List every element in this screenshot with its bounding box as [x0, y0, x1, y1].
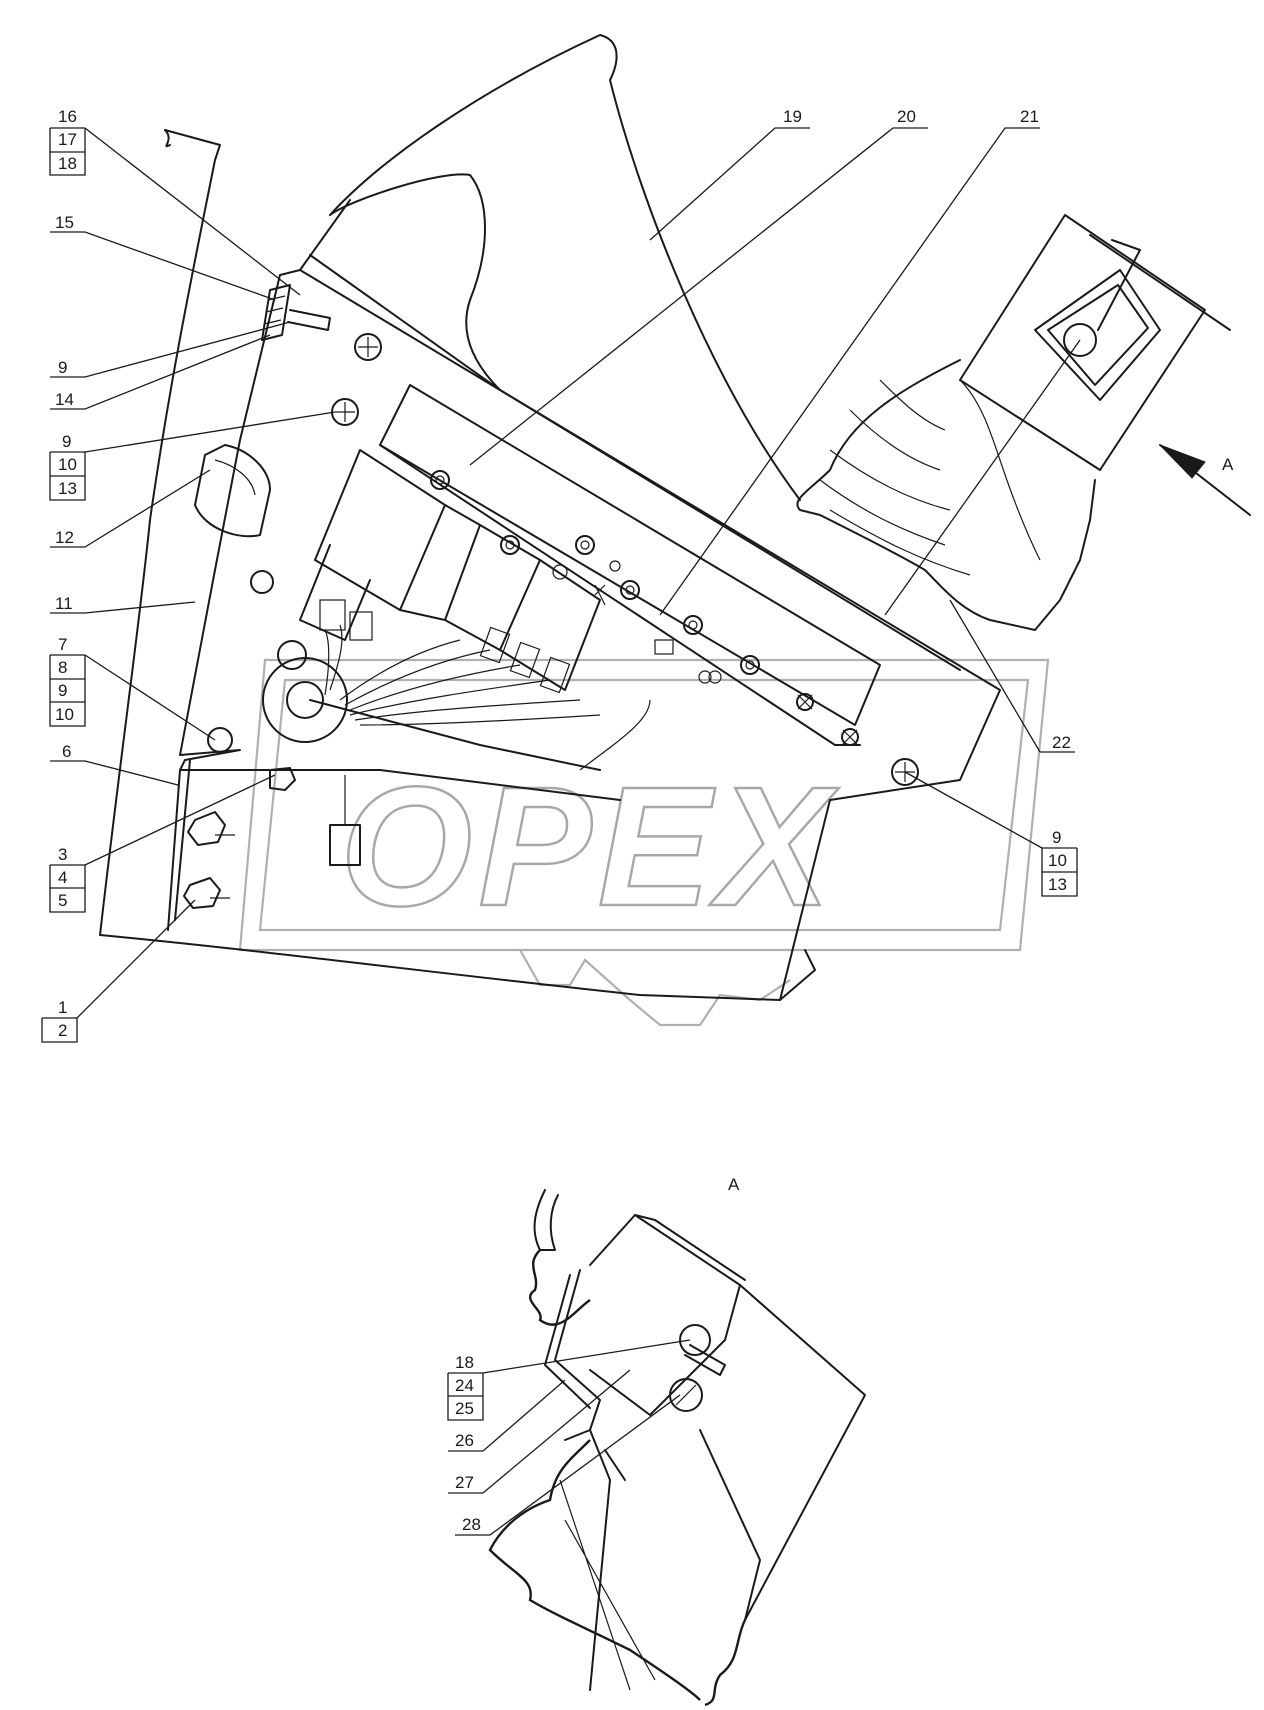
callout-27-line-1: 27 — [455, 1473, 474, 1492]
callout-22: 22 — [884, 339, 1081, 753]
screw-icon — [207, 333, 919, 786]
callout-7: 7 8 9 10 — [49, 635, 216, 741]
callout-16-line-2: 17 — [58, 130, 77, 149]
callout-21-line-1: 21 — [1020, 107, 1039, 126]
callout-6: 6 — [50, 742, 179, 786]
callout-26-line-1: 26 — [455, 1431, 474, 1450]
callout-3-line-2: 4 — [58, 868, 67, 887]
callout-15-line-1: 15 — [55, 213, 74, 232]
callout-18-line-3: 25 — [455, 1399, 474, 1418]
callout-6-line-1: 6 — [62, 742, 71, 761]
callout-11-line-1: 11 — [55, 594, 73, 613]
callout-27: 27 — [448, 1369, 631, 1494]
callout-21: 21 — [659, 107, 1040, 616]
callout-19-line-1: 19 — [783, 107, 802, 126]
watermark-text: OPEX — [340, 752, 839, 942]
detail-view-title: A — [728, 1175, 740, 1194]
callout-11: 11 — [50, 594, 196, 614]
callouts: 16 17 18 15 9 14 9 10 13 — [41, 107, 1081, 1536]
main-view: A — [99, 34, 1251, 1001]
callout-18-line-2: 24 — [455, 1376, 474, 1395]
callout-7-line-4: 10 — [55, 705, 74, 724]
callout-9b-line-2: 10 — [58, 455, 77, 474]
callout-9b-line-1: 9 — [62, 432, 71, 451]
callout-18-line-1: 18 — [455, 1353, 474, 1372]
callout-3-line-3: 5 — [58, 891, 67, 910]
callout-9-c: 9 10 13 — [904, 771, 1078, 897]
callout-14: 14 — [50, 334, 271, 410]
switch-symbols — [552, 560, 722, 684]
callout-12: 12 — [50, 469, 211, 548]
callout-9-b: 9 10 13 — [49, 411, 336, 501]
callout-7-line-1: 7 — [58, 635, 67, 654]
callout-1: 1 2 — [41, 899, 196, 1043]
callout-12-line-1: 12 — [55, 528, 74, 547]
callout-16: 16 17 18 — [49, 107, 301, 296]
callout-16-line-1: 16 — [58, 107, 77, 126]
callout-20-line-1: 20 — [897, 107, 916, 126]
callout-9c-line-2: 10 — [1048, 851, 1067, 870]
view-arrow-label: A — [1222, 455, 1234, 474]
watermark: OPEX — [238, 658, 1050, 1027]
callout-26: 26 — [448, 1379, 566, 1452]
callout-7-line-2: 8 — [58, 658, 67, 677]
callout-19: 19 — [649, 107, 810, 241]
callout-9-a: 9 — [50, 321, 291, 378]
callout-18: 18 24 25 — [447, 1339, 691, 1421]
callout-22-line-1: 22 — [1052, 733, 1071, 752]
callout-9a-line-1: 9 — [58, 358, 67, 377]
callout-20: 20 — [469, 107, 928, 466]
callout-9b-line-3: 13 — [58, 479, 77, 498]
callout-9c-line-1: 9 — [1052, 828, 1061, 847]
callout-7-line-3: 9 — [58, 681, 67, 700]
callout-1-line-1: 1 — [58, 998, 67, 1017]
detail-view-a: A — [488, 1175, 866, 1707]
callout-3-line-1: 3 — [58, 845, 67, 864]
callout-9c-line-3: 13 — [1048, 875, 1067, 894]
callout-3: 3 4 5 — [49, 774, 276, 913]
callout-15: 15 — [50, 213, 276, 301]
callout-14-line-1: 14 — [55, 390, 74, 409]
callout-1-line-2: 2 — [58, 1021, 67, 1040]
callout-16-line-3: 18 — [58, 154, 77, 173]
callout-28-line-1: 28 — [462, 1515, 481, 1534]
callout-28: 28 — [455, 1394, 681, 1536]
